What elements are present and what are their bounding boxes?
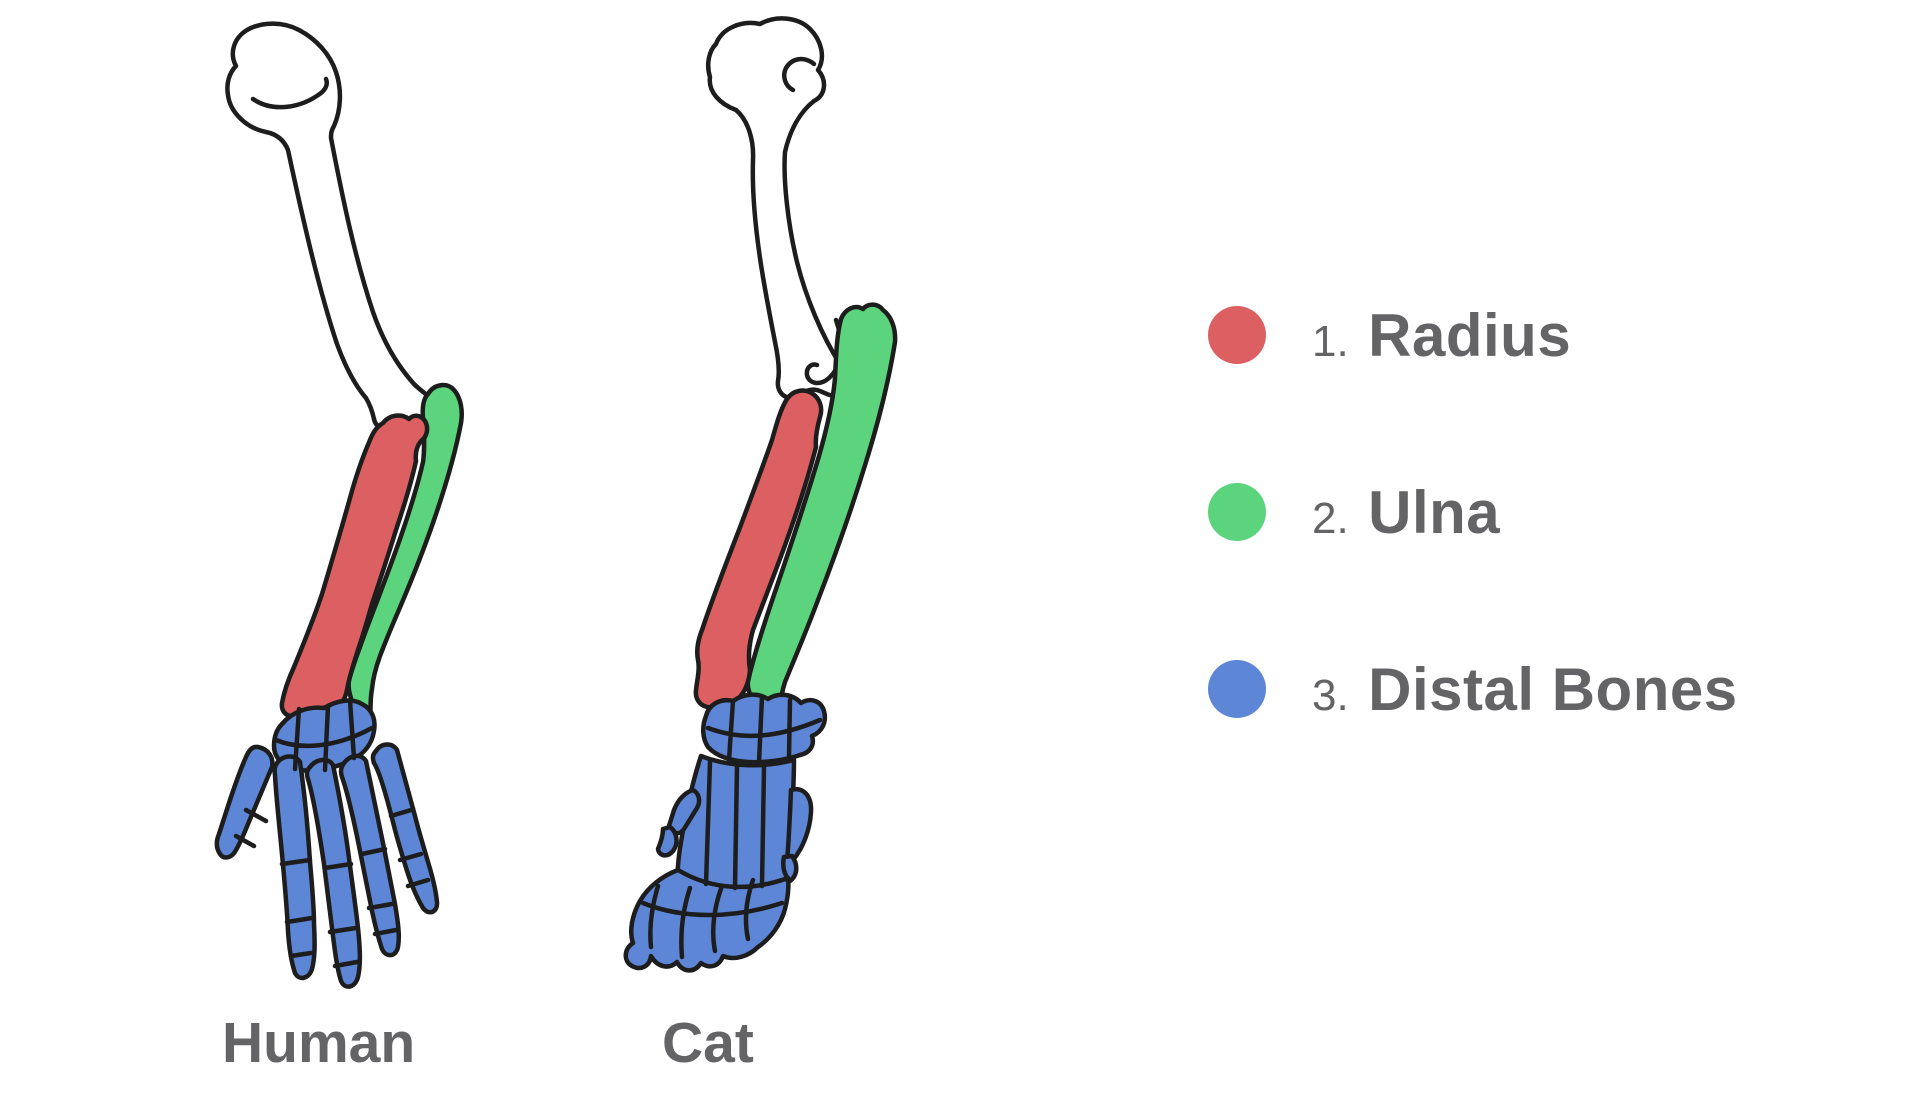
legend-item-number: 1. bbox=[1312, 316, 1349, 366]
legend-item-distal-bones: 3. Distal Bones bbox=[1208, 656, 1738, 723]
ulna-color-swatch bbox=[1208, 483, 1266, 541]
cat-fifth-digit-bone bbox=[784, 786, 814, 865]
cat-humerus-head-crease bbox=[782, 56, 817, 93]
radius-color-swatch bbox=[1208, 306, 1266, 364]
cat-label: Cat bbox=[662, 1011, 754, 1075]
legend-item-name: Radius bbox=[1368, 301, 1572, 369]
legend-item-text: 2. Ulna bbox=[1312, 478, 1500, 547]
legend-item-ulna: 2. Ulna bbox=[1208, 479, 1500, 546]
human-forelimb-drawing bbox=[214, 21, 464, 989]
cat-forelimb-drawing bbox=[623, 16, 898, 973]
legend-item-number: 2. bbox=[1312, 493, 1349, 543]
human-radius-bone bbox=[279, 413, 430, 719]
human-label: Human bbox=[222, 1011, 416, 1075]
cat-dewclaw-claw bbox=[655, 824, 679, 858]
legend-item-number: 3. bbox=[1312, 670, 1349, 720]
legend-item-name: Ulna bbox=[1368, 478, 1501, 546]
distal-bones-color-swatch bbox=[1208, 660, 1266, 718]
cat-paw-joint-lines bbox=[640, 694, 823, 960]
legend-item-text: 3. Distal Bones bbox=[1312, 655, 1738, 724]
human-hand-joint-lines bbox=[233, 698, 431, 969]
human-index-finger-bones bbox=[272, 754, 317, 981]
human-humerus-head-crease bbox=[250, 76, 330, 110]
human-pinky-finger-bones bbox=[370, 742, 440, 915]
human-thumb-bones bbox=[214, 744, 275, 860]
legend-item-radius: 1. Radius bbox=[1208, 302, 1571, 369]
legend-item-name: Distal Bones bbox=[1368, 655, 1738, 723]
legend-item-text: 1. Radius bbox=[1312, 301, 1571, 370]
